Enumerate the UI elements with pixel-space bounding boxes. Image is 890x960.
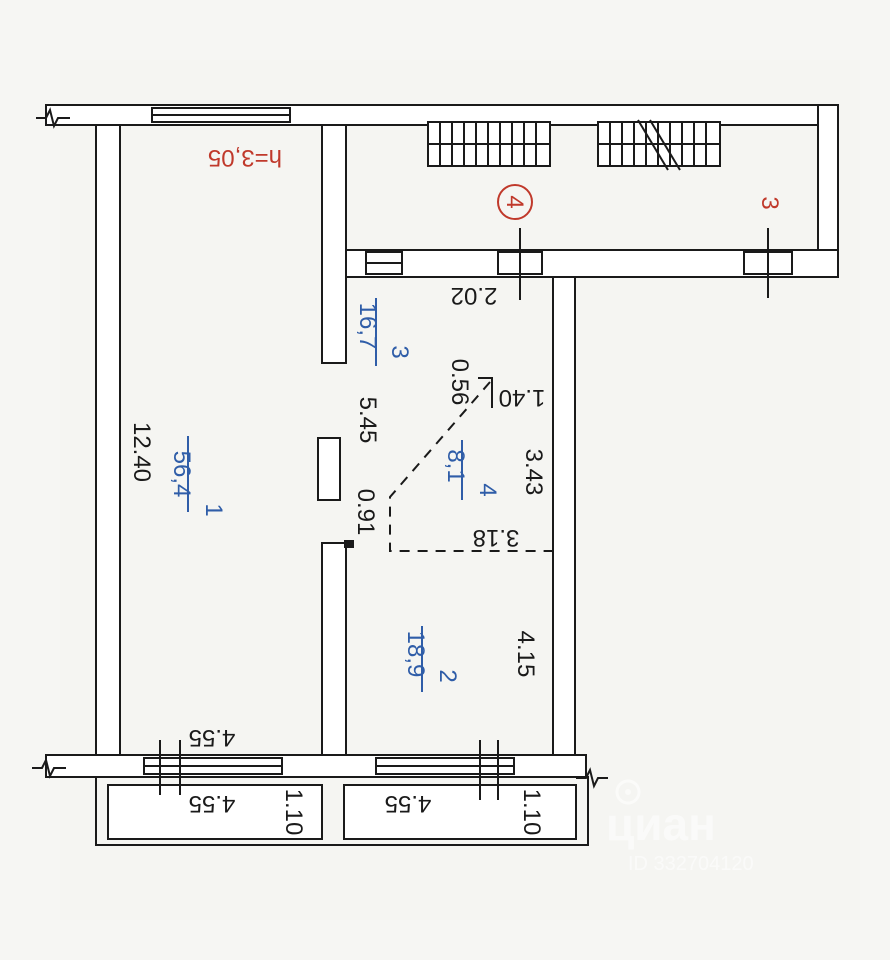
room4-number: 4 (474, 483, 501, 496)
stairs (427, 119, 721, 171)
dim-1-10-right: 1.10 (518, 789, 545, 836)
room1-area: 56,4 (168, 451, 195, 498)
balcony-left (107, 784, 323, 840)
dim-2-02: 2.02 (451, 282, 498, 309)
stair-marker-circle (497, 184, 533, 220)
room2-label: 2 18,9 (402, 626, 461, 692)
dim-4-55-balcony-right: 4.55 (385, 790, 432, 817)
watermark: циан ID 332704120 (606, 779, 754, 875)
dimensions: 12.40 5.45 0.91 0.56 1.40 3.43 3.18 4.15… (128, 282, 547, 835)
dim-4-55-balcony-left: 4.55 (189, 790, 236, 817)
balcony-right (343, 784, 577, 840)
dim-12-40: 12.40 (128, 422, 155, 482)
dim-1-40: 1.40 (499, 384, 546, 411)
left-outer-wall (95, 124, 121, 766)
room1-label: 1 56,4 (168, 436, 227, 517)
column-block (317, 437, 341, 501)
dim-3-43: 3.43 (520, 449, 547, 496)
room4-label: 4 8,1 (442, 440, 501, 500)
dim-5-45: 5.45 (354, 397, 381, 444)
room2-area: 18,9 (402, 631, 429, 678)
room2-number: 2 (434, 669, 461, 682)
stair-marker: 4 (497, 184, 533, 220)
break-marks (32, 107, 608, 789)
right-room-wall (552, 276, 576, 766)
watermark-brand: циан (606, 798, 716, 850)
dim-0-91: 0.91 (352, 489, 379, 536)
ceiling-height-label: h=3,05 (208, 144, 282, 171)
room4-dashed-boundary (389, 381, 553, 552)
room3-label: 3 16,7 (354, 298, 413, 366)
dim-4-55-room1: 4.55 (189, 724, 236, 751)
watermark-id: ID 332704120 (628, 853, 754, 875)
partition-lower (321, 542, 347, 766)
watermark-pin-icon (615, 779, 641, 805)
interior-features (317, 377, 553, 552)
partition-end-mark (344, 540, 354, 548)
room1-number: 1 (200, 503, 227, 516)
dim-1-10-left: 1.10 (280, 789, 307, 836)
stair-flight-left (427, 121, 551, 167)
stair-side-label: 3 (756, 196, 783, 209)
windows (143, 107, 819, 800)
stair-marker-number: 4 (501, 195, 528, 208)
stair-flight-right (597, 119, 721, 171)
balcony-outer-frame (95, 776, 589, 846)
break-mark-top-left (36, 107, 70, 129)
dim-3-18: 3.18 (473, 524, 520, 551)
partition-upper (321, 124, 347, 364)
walls (45, 104, 839, 846)
break-mark-bottom-left (32, 757, 66, 779)
room3-area: 16,7 (354, 303, 381, 350)
dim-0-56: 0.56 (446, 359, 473, 406)
room3-number: 3 (386, 345, 413, 358)
room4-area: 8,1 (442, 449, 469, 482)
break-mark-bottom-right (576, 767, 608, 789)
room4-corner-bracket (478, 377, 493, 408)
dim-4-15: 4.15 (512, 631, 539, 678)
